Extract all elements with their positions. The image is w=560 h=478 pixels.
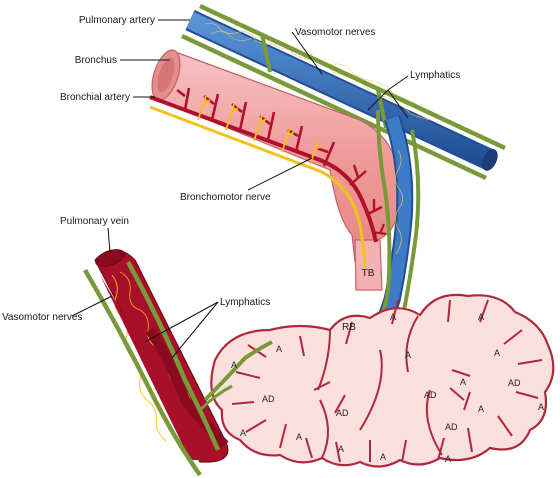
label-pulmonary-vein: Pulmonary vein xyxy=(60,216,129,227)
alveolus-label: A xyxy=(390,312,396,322)
alveolus-label: A xyxy=(445,454,451,464)
label-tb: TB xyxy=(362,268,375,279)
alveolus-label: A xyxy=(494,348,500,358)
label-rb: RB xyxy=(342,322,356,333)
alveolus-label: A xyxy=(276,344,282,354)
label-vasomotor-nerves-left: Vasomotor nerves xyxy=(2,312,82,323)
alveolus-label: A xyxy=(405,350,411,360)
alveolus-label: A xyxy=(478,404,484,414)
alveolus-label: A xyxy=(478,312,484,322)
label-lymphatics-lower: Lymphatics xyxy=(220,297,270,308)
alveolus-label: A xyxy=(380,452,386,462)
alveolus-label: A xyxy=(231,360,237,370)
label-pulmonary-artery: Pulmonary artery xyxy=(79,15,155,26)
alveolus-label: A xyxy=(338,444,344,454)
alveoli xyxy=(211,295,553,467)
alveolus-label-ad: AD xyxy=(445,422,458,432)
alveolus-label: A xyxy=(240,428,246,438)
alveolus-label-ad: AD xyxy=(508,378,521,388)
label-vasomotor-nerves-top: Vasomotor nerves xyxy=(295,27,375,38)
label-bronchomotor-nerve: Bronchomotor nerve xyxy=(180,192,271,203)
alveolus-label-ad: AD xyxy=(336,408,349,418)
alveolus-label-ad: AD xyxy=(262,394,275,404)
label-lymphatics-top: Lymphatics xyxy=(410,70,460,81)
alveolus-label-ad: AD xyxy=(424,390,437,400)
alveolus-label: A xyxy=(460,377,466,387)
label-bronchial-artery: Bronchial artery xyxy=(60,92,130,103)
label-bronchus: Bronchus xyxy=(75,55,117,66)
alveolus-label: A xyxy=(296,432,302,442)
alveolus-label: A xyxy=(538,402,544,412)
